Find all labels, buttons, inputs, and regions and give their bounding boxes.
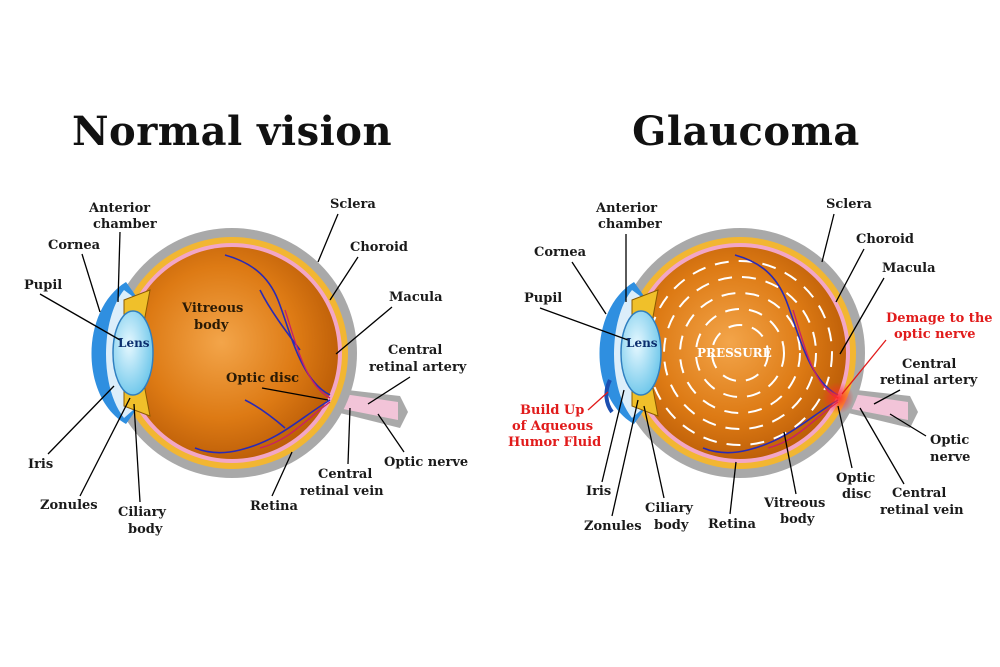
- g-label-vitreous-body-2: body: [780, 512, 815, 527]
- g-lens: [620, 310, 662, 396]
- label-iris: Iris: [28, 457, 53, 472]
- g-label-ciliary-body-2: body: [654, 518, 689, 533]
- glaucoma-labels: Anterior chamber Cornea Pupil Lens PRESS…: [508, 197, 993, 534]
- label-vitreous-body-1: Vitreous: [181, 301, 243, 316]
- label-lens: Lens: [118, 336, 150, 350]
- label-vitreous-body-2: body: [194, 318, 229, 333]
- vessel-lower-1: [194, 399, 331, 454]
- g-label-anterior-chamber-2: chamber: [598, 217, 662, 232]
- aqueous-buildup: [604, 379, 614, 414]
- label-zonules: Zonules: [40, 498, 98, 513]
- label-optic-nerve: Optic nerve: [384, 455, 468, 470]
- g-label-cornea: Cornea: [534, 245, 587, 260]
- normal-vision-title: Normal vision: [71, 108, 393, 155]
- artery-upper: [284, 309, 331, 399]
- label-ciliary-body-1: Ciliary: [118, 505, 166, 520]
- label-central-retinal-artery-2: retinal artery: [369, 360, 467, 375]
- g-label-anterior-chamber-1: Anterior: [595, 201, 657, 216]
- label-central-retinal-vein-1: Central: [318, 467, 372, 482]
- vitreous-body: [126, 247, 338, 459]
- g-label-central-retinal-vein-2: retinal vein: [880, 503, 964, 518]
- g-label-lens: Lens: [626, 336, 658, 350]
- g-cornea: [599, 282, 644, 424]
- label-choroid: Choroid: [350, 240, 408, 255]
- optic-nerve-damage: [822, 382, 854, 414]
- g-label-iris: Iris: [586, 484, 611, 499]
- label-pressure: PRESSURE: [697, 346, 772, 360]
- label-macula: Macula: [389, 290, 443, 305]
- g-label-vitreous-body-1: Vitreous: [763, 496, 825, 511]
- glaucoma-title: Glaucoma: [632, 108, 860, 155]
- g-label-central-retinal-vein-1: Central: [892, 486, 946, 501]
- label-optic-disc: Optic disc: [226, 371, 299, 386]
- label-build-up-2: of Aqueous: [512, 419, 593, 434]
- g-label-optic-disc-1: Optic: [836, 471, 875, 486]
- normal-eye: [91, 228, 408, 478]
- label-build-up-1: Build Up: [520, 403, 584, 418]
- label-sclera: Sclera: [330, 197, 376, 212]
- g-label-central-retinal-artery-1: Central: [902, 357, 956, 372]
- g-label-sclera: Sclera: [826, 197, 872, 212]
- g-label-central-retinal-artery-2: retinal artery: [880, 373, 978, 388]
- label-central-retinal-vein-2: retinal vein: [300, 484, 384, 499]
- g-label-macula: Macula: [882, 261, 936, 276]
- normal-labels: Anterior chamber Cornea Pupil Lens Vitre…: [24, 197, 468, 537]
- label-build-up-3: Humor Fluid: [508, 435, 601, 450]
- g-label-ciliary-body-1: Ciliary: [645, 501, 693, 516]
- lens: [112, 310, 154, 396]
- g-label-optic-nerve-2: nerve: [930, 450, 970, 465]
- g-label-retina: Retina: [708, 517, 756, 532]
- glaucoma-eye: [599, 228, 918, 478]
- label-anterior-chamber-2: chamber: [93, 217, 157, 232]
- artery-lower: [259, 401, 331, 449]
- g-label-optic-disc-2: disc: [842, 487, 871, 502]
- g-label-zonules: Zonules: [584, 519, 642, 534]
- g-label-choroid: Choroid: [856, 232, 914, 247]
- label-damage-1: Demage to the: [886, 311, 993, 326]
- vessel-lower-2: [244, 399, 286, 429]
- label-central-retinal-artery-1: Central: [388, 343, 442, 358]
- label-anterior-chamber-1: Anterior: [88, 201, 150, 216]
- g-vitreous-body: [634, 247, 846, 459]
- g-label-optic-nerve-1: Optic: [930, 433, 969, 448]
- label-retina: Retina: [250, 499, 298, 514]
- g-label-pupil: Pupil: [524, 291, 562, 306]
- label-ciliary-body-2: body: [128, 522, 163, 537]
- label-pupil: Pupil: [24, 278, 62, 293]
- cornea: [91, 282, 136, 424]
- g-vessel-lower-1: [702, 399, 839, 454]
- label-damage-2: optic nerve: [894, 327, 976, 342]
- label-cornea: Cornea: [48, 238, 101, 253]
